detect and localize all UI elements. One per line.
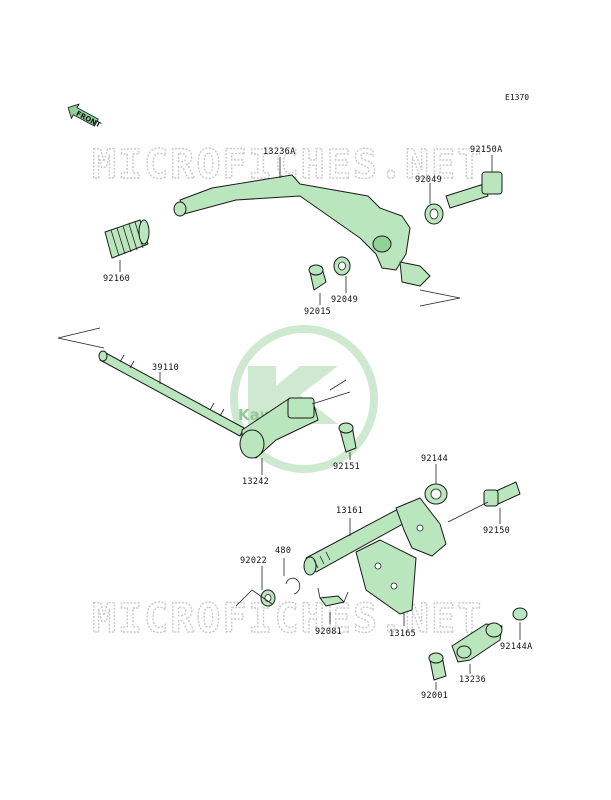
part-labels: 13236A 92150A 92049 92160 92015 92049 39… [103,145,533,701]
part-label-13236A[interactable]: 13236A [263,147,296,157]
part-label-13242[interactable]: 13242 [242,477,269,487]
shift-shaft-assembly [235,464,528,690]
watermark-bottom: MICROFICHES.NET [92,596,483,642]
part-label-92081[interactable]: 92081 [315,627,342,637]
part-label-92001[interactable]: 92001 [421,691,448,701]
part-label-92144[interactable]: 92144 [421,454,448,464]
diagram-code: E1370 [505,93,529,102]
part-label-92160[interactable]: 92160 [103,274,130,284]
part-label-39110[interactable]: 39110 [152,363,179,373]
part-label-92049-lower[interactable]: 92049 [331,295,358,305]
part-label-92022[interactable]: 92022 [240,556,267,566]
pedal-assembly [104,155,503,307]
part-label-480[interactable]: 480 [275,546,291,556]
part-label-92150[interactable]: 92150 [483,526,510,536]
front-arrow-icon: FRONT [67,103,103,130]
front-label: FRONT [75,110,103,130]
part-label-92151[interactable]: 92151 [333,462,360,472]
part-label-92144A[interactable]: 92144A [500,642,533,652]
part-label-13236[interactable]: 13236 [459,675,486,685]
shift-rod-assembly [57,327,357,475]
part-label-92015[interactable]: 92015 [304,307,331,317]
part-label-13165[interactable]: 13165 [389,629,416,639]
part-label-92150A[interactable]: 92150A [470,145,503,155]
part-label-92049-top[interactable]: 92049 [415,175,442,185]
part-label-13161[interactable]: 13161 [336,506,363,516]
